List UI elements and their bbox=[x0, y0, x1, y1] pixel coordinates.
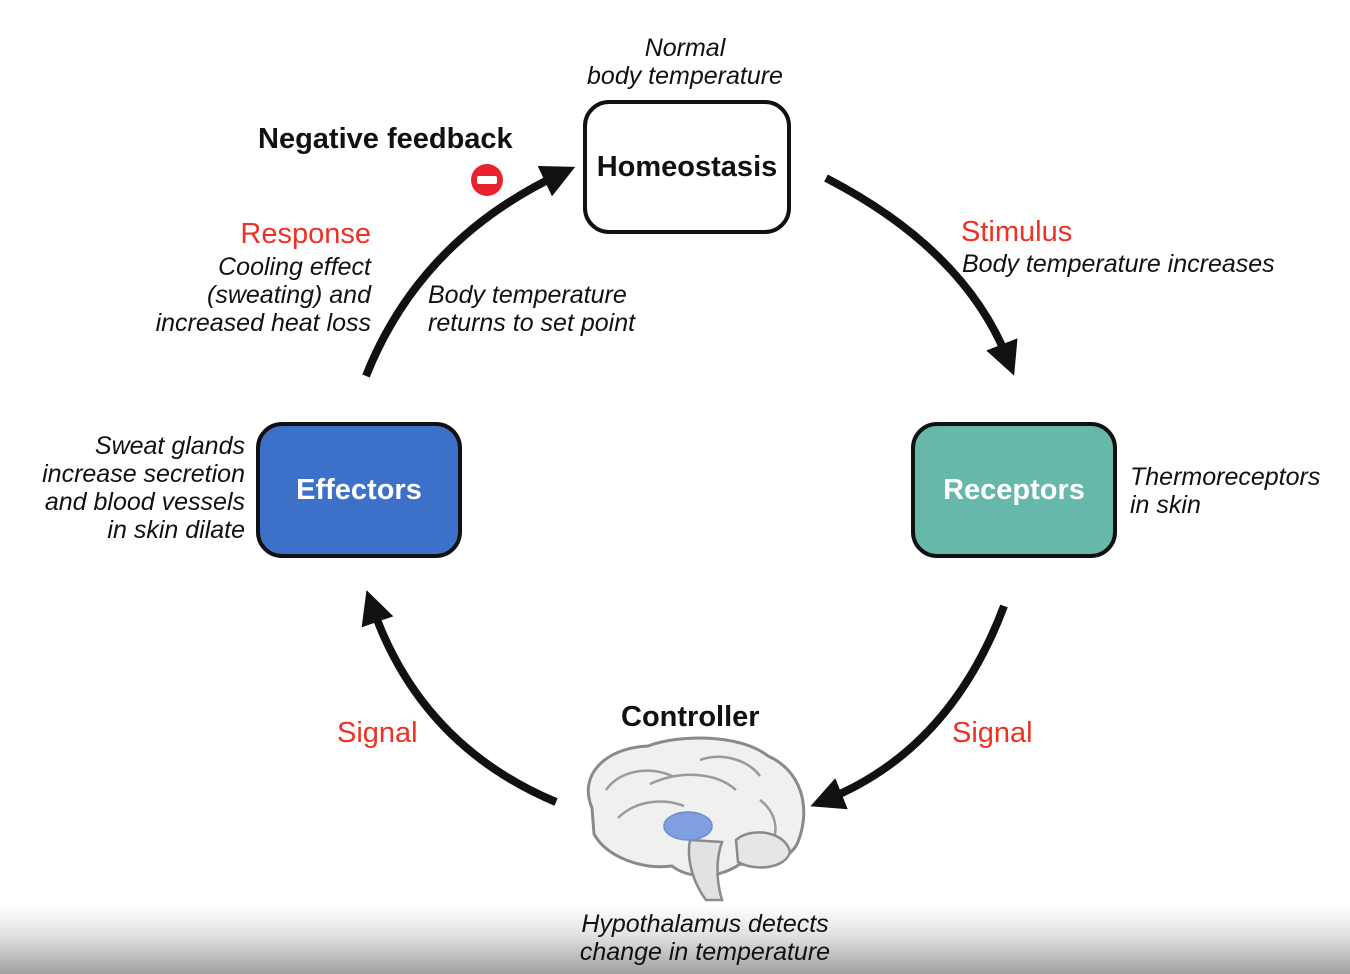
stimulus-label: Stimulus bbox=[961, 216, 1073, 248]
signal-right-label: Signal bbox=[952, 717, 1033, 749]
arrow-effectors-to-homeostasis bbox=[362, 165, 576, 378]
homeostasis-label: Homeostasis bbox=[596, 150, 778, 183]
bottom-shadow bbox=[0, 905, 1350, 974]
effectors-description: Sweat glands increase secretion and bloo… bbox=[20, 432, 245, 544]
effectors-line-3: and blood vessels bbox=[44, 488, 245, 516]
signal-left-label: Signal bbox=[337, 717, 418, 749]
arrow-controller-to-effectors bbox=[361, 590, 558, 806]
brain-fold bbox=[699, 755, 761, 777]
minus-circle-icon bbox=[471, 164, 503, 196]
response-description: Cooling effect (sweating) and increased … bbox=[120, 253, 371, 337]
response-line-2: (sweating) and bbox=[207, 281, 371, 309]
receptors-label: Receptors bbox=[943, 473, 1085, 506]
hypothalamus-region bbox=[663, 811, 713, 841]
homeostasis-node: Homeostasis bbox=[583, 100, 791, 234]
normal-temperature-note: Normal body temperature bbox=[560, 34, 810, 90]
receptors-line-1: Thermoreceptors bbox=[1130, 463, 1321, 491]
brain-fold bbox=[604, 769, 673, 791]
cerebellum bbox=[734, 831, 792, 869]
brain-fold bbox=[617, 800, 685, 819]
return-line-2: returns to set point bbox=[428, 309, 636, 337]
return-to-set-point-note: Body temperature returns to set point bbox=[428, 281, 635, 337]
stimulus-description: Body temperature increases bbox=[962, 250, 1275, 278]
hypothalamus-note: Hypothalamus detects change in temperatu… bbox=[540, 910, 870, 966]
arrow-homeostasis-to-receptors bbox=[824, 174, 1018, 376]
response-line-3: increased heat loss bbox=[155, 309, 371, 337]
effectors-node: Effectors bbox=[256, 422, 462, 558]
return-line-1: Body temperature bbox=[428, 281, 627, 309]
effectors-line-1: Sweat glands bbox=[94, 432, 245, 460]
receptors-node: Receptors bbox=[911, 422, 1117, 558]
hypothalamus-line-2: change in temperature bbox=[579, 938, 831, 966]
receptors-description: Thermoreceptors in skin bbox=[1130, 463, 1320, 519]
effectors-line-4: in skin dilate bbox=[107, 516, 245, 544]
hypothalamus-line-1: Hypothalamus detects bbox=[581, 910, 829, 938]
brainstem bbox=[687, 838, 724, 902]
response-line-1: Cooling effect bbox=[218, 253, 371, 281]
brain-icon bbox=[586, 736, 806, 902]
arrow-receptors-to-controller bbox=[810, 604, 1008, 810]
effectors-label: Effectors bbox=[296, 473, 422, 506]
receptors-line-2: in skin bbox=[1130, 491, 1201, 519]
controller-label: Controller bbox=[621, 701, 760, 733]
brain-fold bbox=[649, 773, 737, 791]
response-label: Response bbox=[240, 218, 371, 250]
negative-feedback-label: Negative feedback bbox=[258, 123, 513, 155]
effectors-line-2: increase secretion bbox=[42, 460, 245, 488]
normal-line-2: body temperature bbox=[587, 62, 783, 90]
normal-line-1: Normal bbox=[644, 34, 726, 62]
